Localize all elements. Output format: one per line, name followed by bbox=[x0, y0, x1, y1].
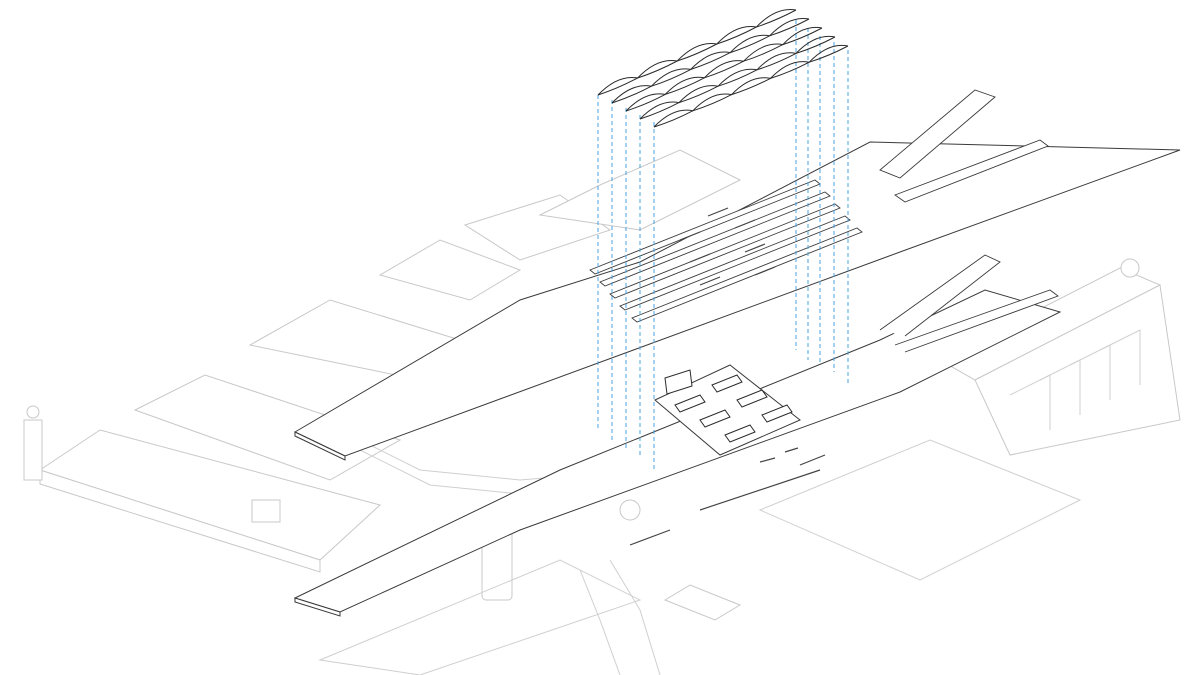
canopy-beam-lower bbox=[597, 9, 797, 96]
south-plaza bbox=[318, 559, 642, 675]
canopy-beam-lower bbox=[611, 18, 810, 104]
platform-stairs bbox=[679, 207, 776, 286]
canopy-beam-lower bbox=[625, 27, 823, 112]
canopy-beam bbox=[639, 35, 836, 120]
road-curve-2 bbox=[609, 559, 661, 675]
lower-fork-2 bbox=[894, 289, 1059, 353]
entrance-marks bbox=[629, 447, 826, 546]
small-dome bbox=[619, 499, 641, 521]
clock-tower-top bbox=[26, 405, 40, 419]
small-pavilion bbox=[251, 499, 281, 523]
upper-fork-2 bbox=[894, 139, 1049, 203]
canopy-beam bbox=[653, 44, 849, 128]
platform bbox=[631, 227, 863, 323]
lower-deck bbox=[293, 254, 1062, 617]
escalator bbox=[699, 409, 731, 428]
escalator bbox=[674, 394, 706, 413]
platforms bbox=[589, 179, 863, 323]
canopy-beam-lower bbox=[639, 36, 836, 120]
clock-tower bbox=[23, 419, 43, 481]
platform bbox=[609, 203, 841, 299]
escalator bbox=[761, 404, 793, 423]
roof-canopy bbox=[597, 9, 849, 128]
road-curve bbox=[579, 569, 621, 675]
lower-deck-edge bbox=[294, 597, 341, 617]
upper-deck bbox=[293, 89, 1181, 461]
north-block bbox=[538, 149, 742, 231]
south-east-block bbox=[758, 439, 1082, 581]
canopy-beam bbox=[597, 9, 797, 96]
right-long-building-front bbox=[974, 284, 1181, 456]
rail-track-curve-2 bbox=[349, 444, 531, 496]
concourse-opening bbox=[654, 364, 801, 456]
context-buildings bbox=[23, 149, 1181, 675]
south-block bbox=[663, 584, 742, 621]
platform bbox=[619, 215, 851, 311]
lower-fork-1 bbox=[879, 254, 1001, 337]
escalator bbox=[736, 389, 768, 408]
canopy-beam-lower bbox=[653, 45, 849, 128]
canopy-beam bbox=[625, 26, 823, 112]
upper-fork-1 bbox=[879, 89, 996, 179]
right-building-wings bbox=[1009, 329, 1141, 430]
escalator bbox=[711, 374, 743, 393]
mid-buildings-2 bbox=[378, 239, 522, 301]
escalator bbox=[724, 424, 756, 443]
projection-lines bbox=[597, 20, 849, 470]
rotunda bbox=[1120, 258, 1140, 278]
canopy-beam bbox=[611, 17, 810, 104]
escalator bbox=[664, 369, 693, 395]
escalators bbox=[664, 369, 793, 443]
upper-deck-edge bbox=[294, 431, 346, 461]
lower-deck-slab bbox=[293, 289, 1062, 613]
